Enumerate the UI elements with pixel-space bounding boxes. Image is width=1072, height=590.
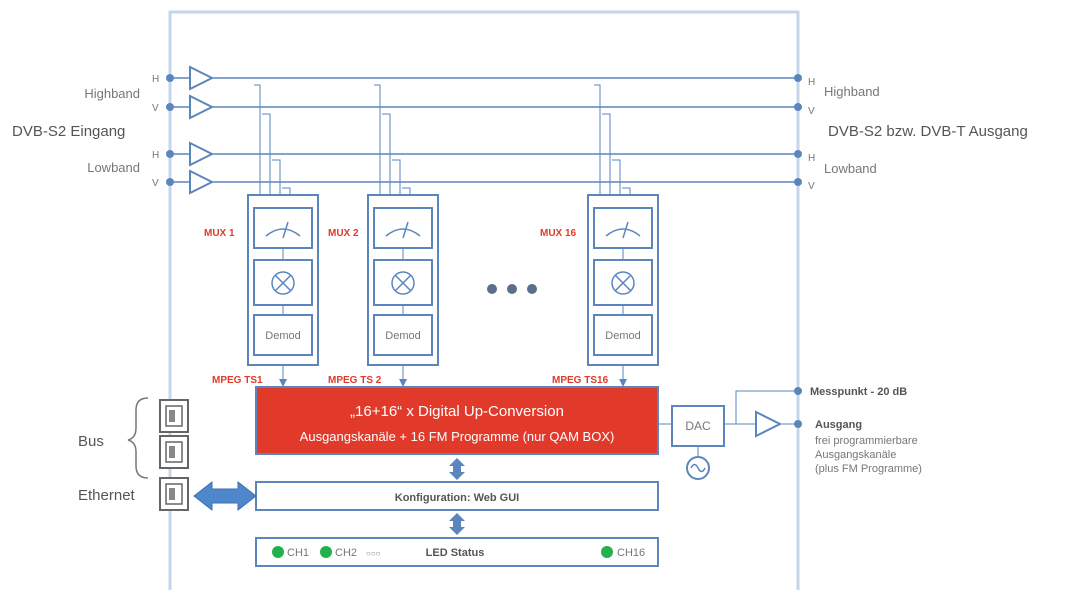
output-amplifier [755,410,783,438]
output-connectors [794,74,802,186]
output-lowband-label: Lowband [824,161,877,176]
led-ch2-label: CH2 [335,547,357,559]
input-pol-h1: H [152,74,159,85]
mixer-icon [391,271,415,295]
config-label: Konfiguration: Web GUI [395,492,519,504]
led-more-dots: ○○○ [366,549,381,558]
led-ch2 [320,546,332,558]
input-amplifiers [189,65,215,195]
config-block [255,481,659,511]
mux-16: Demod [587,84,659,387]
demod-label: Demod [265,330,300,342]
more-muxes-ellipsis [487,284,537,294]
output-pol-v1: V [808,106,815,117]
bus-label: Bus [78,433,104,450]
double-arrow-icon [449,458,465,480]
conversion-subtitle: Ausgangskanäle + 16 FM Programme (nur QA… [300,429,615,444]
mixer-icon [271,271,295,295]
device-frame [168,10,800,590]
mixer-icon [611,271,635,295]
led-status-label: LED Status [426,547,485,559]
ausgang-desc-3: (plus FM Programme) [815,463,922,475]
double-arrow-icon [449,513,465,535]
output-pol-h2: H [808,153,815,164]
output-title: DVB-S2 bzw. DVB-T Ausgang [828,123,1028,140]
output-pol-h1: H [808,77,815,88]
input-lowband-label: Lowband [87,160,140,175]
input-connectors [166,74,174,186]
ausgang-desc-2: Ausgangskanäle [815,449,896,461]
bus-port-2-icon [159,435,189,469]
demod-label: Demod [385,330,420,342]
mux-2-ts: MPEG TS 2 [328,375,382,386]
dac-label: DAC [685,419,711,433]
mux-1-label: MUX 1 [204,228,235,239]
mux-16-label: MUX 16 [540,228,577,239]
input-pol-v2: V [152,178,159,189]
ausgang-label: Ausgang [815,419,862,431]
led-ch1-label: CH1 [287,547,309,559]
input-highband-label: Highband [84,86,140,101]
output-highband-label: Highband [824,84,880,99]
mux-1: Demod [247,84,319,387]
switch-icon [265,221,301,239]
messpunkt-connector [794,387,802,395]
switch-icon [605,221,641,239]
bus-port-1-icon [159,399,189,433]
ethernet-double-arrow-icon [193,480,257,512]
input-title: DVB-S2 Eingang [12,123,125,140]
mux-16-ts: MPEG TS16 [552,375,609,386]
signal-lines [170,77,798,183]
led-ch1 [272,546,284,558]
led-ch16-label: CH16 [617,547,645,559]
messpunkt-label: Messpunkt - 20 dB [810,386,907,398]
output-pol-v2: V [808,181,815,192]
mux-2-label: MUX 2 [328,228,359,239]
conversion-title: „16+16“ x Digital Up-Conversion [350,403,564,420]
switch-icon [385,221,421,239]
demod-label: Demod [605,330,640,342]
conversion-block [255,386,659,455]
led-ch16 [601,546,613,558]
mux-1-ts: MPEG TS1 [212,375,263,386]
ethernet-label: Ethernet [78,487,136,504]
input-pol-v1: V [152,103,159,114]
ethernet-port-icon [159,477,189,511]
input-pol-h2: H [152,150,159,161]
oscillator-icon [686,456,710,480]
ausgang-connector [794,420,802,428]
bus-brace [127,397,149,479]
ausgang-desc-1: frei programmierbare [815,435,918,447]
mux-2: Demod [367,84,439,387]
